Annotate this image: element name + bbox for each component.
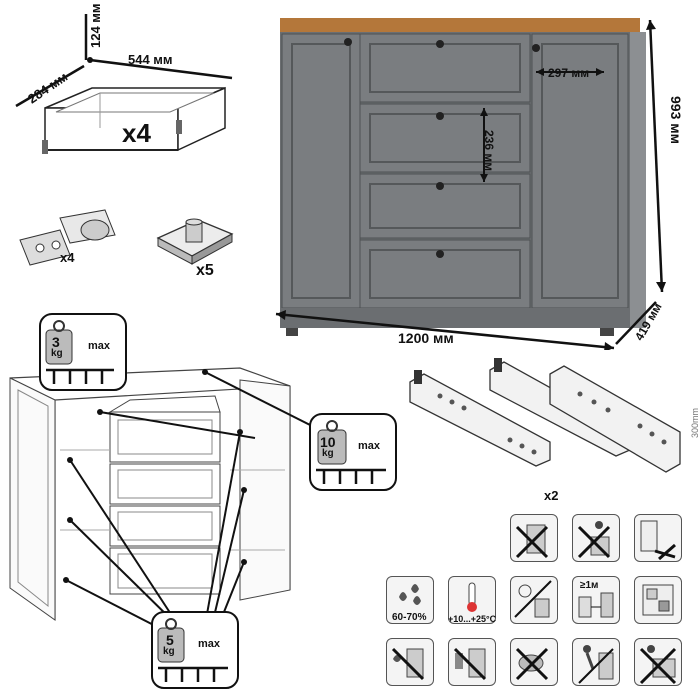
cabinet-height-label: 993 мм [668, 96, 684, 144]
room-placement-icon [634, 576, 682, 624]
no-pushing-icon [572, 638, 620, 686]
drawer-width-label: 544 мм [128, 52, 173, 67]
drawer-height-label: 124 мм [88, 3, 103, 48]
foot-icon [156, 218, 234, 265]
load-shelf-badge [151, 611, 239, 689]
load-drawer-max: max [358, 440, 381, 452]
load-drawer-weight: 10 [320, 434, 336, 450]
humidity-label: 60-70% [392, 612, 427, 623]
heater-distance-icon [572, 576, 620, 624]
load-drawer-badge [309, 413, 397, 491]
humidity-icon [386, 576, 434, 624]
no-abrasive-icon [510, 638, 558, 686]
load-top-badge [39, 313, 127, 391]
no-wet-cleaning-icon [386, 638, 434, 686]
no-door-hang-icon [634, 514, 682, 562]
cabinet-width-label: 1200 мм [398, 330, 454, 346]
load-shelf-unit: kg [163, 646, 175, 657]
no-sitting-icon [634, 638, 682, 686]
temperature-label: +10...+25°C [448, 614, 497, 624]
load-top-unit: kg [51, 348, 63, 359]
no-climb-icon [510, 514, 558, 562]
drawer-runners-drawing [409, 358, 681, 473]
runners-length-label: 300mm [690, 407, 700, 438]
load-shelf-max: max [198, 638, 221, 650]
drawer-front-height-label: 236 мм [482, 130, 496, 172]
load-drawer-unit: kg [322, 448, 334, 459]
drawer-front-width-label: 297 мм [548, 66, 590, 80]
hinge-icon [19, 209, 116, 266]
foot-quantity-label: x5 [196, 262, 214, 279]
distance-label: ≥1м [580, 580, 599, 591]
hinge-quantity-label: x4 [60, 250, 75, 265]
load-top-max: max [88, 340, 111, 352]
no-stand-on-icon [572, 514, 620, 562]
cabinet-open-drawing [9, 367, 320, 637]
load-shelf-weight: 5 [166, 632, 174, 648]
no-chemicals-icon [448, 638, 496, 686]
cabinet-drawing [275, 18, 666, 350]
drawer-box-drawing [15, 14, 233, 154]
runners-quantity-label: x2 [544, 488, 559, 503]
no-sunlight-icon [510, 576, 558, 624]
load-top-weight: 3 [52, 334, 60, 350]
temperature-icon [448, 576, 496, 624]
drawer-quantity-label: x4 [122, 118, 151, 148]
